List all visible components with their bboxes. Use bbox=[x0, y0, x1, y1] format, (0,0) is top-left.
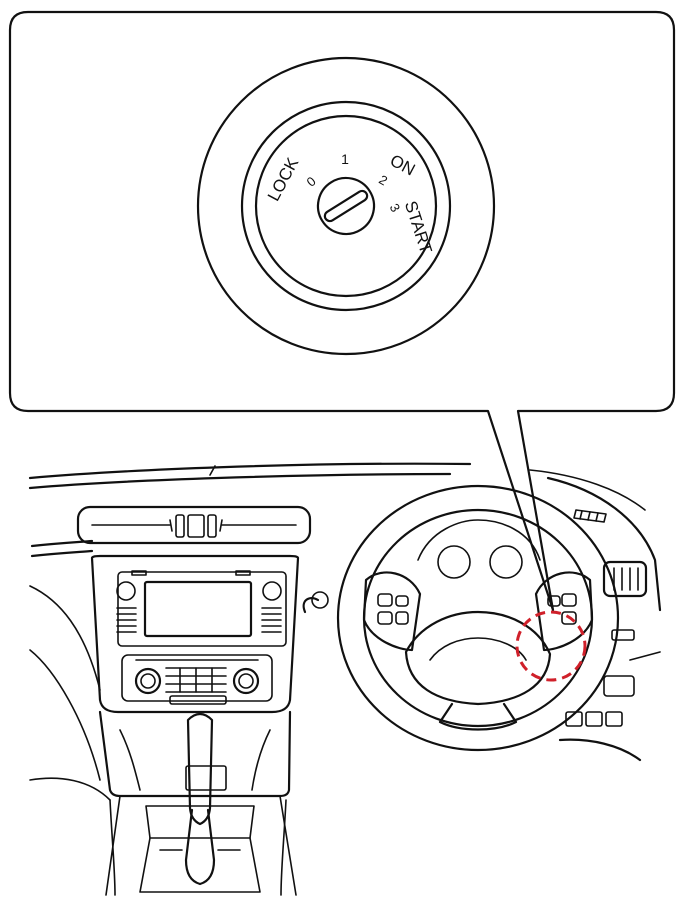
position-1-number: 1 bbox=[341, 151, 349, 167]
position-2-number: 2 bbox=[376, 172, 390, 189]
ignition-switch: LOCK 0 1 ON 2 3 START bbox=[196, 56, 496, 356]
position-on-label: ON bbox=[387, 151, 418, 180]
center-console bbox=[90, 554, 300, 714]
position-lock-label: LOCK bbox=[264, 154, 303, 204]
callout-box bbox=[8, 10, 676, 612]
gear-shifter bbox=[139, 712, 261, 893]
steering-wheel bbox=[302, 484, 620, 752]
position-3-number: 3 bbox=[387, 201, 404, 215]
center-vent bbox=[76, 505, 312, 545]
dashboard-top bbox=[28, 462, 662, 612]
dashboard-left bbox=[29, 539, 111, 801]
key-slot bbox=[316, 176, 376, 236]
right-dash-controls bbox=[558, 509, 661, 762]
position-start-label: START bbox=[401, 199, 436, 256]
ignition-location-highlight bbox=[515, 610, 587, 682]
position-labels: LOCK 0 1 ON 2 3 START bbox=[264, 151, 436, 256]
lower-console bbox=[98, 710, 297, 896]
position-0-number: 0 bbox=[304, 173, 319, 189]
